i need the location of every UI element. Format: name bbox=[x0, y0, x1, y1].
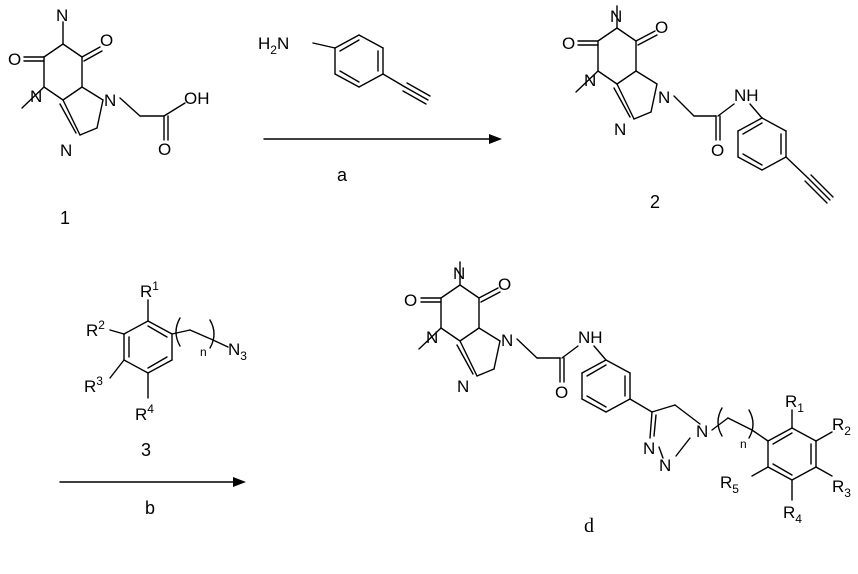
compound-2-label: 2 bbox=[650, 192, 660, 212]
atom-R5-product: R5 bbox=[720, 473, 739, 496]
atom-R2-compound3: R2 bbox=[86, 318, 105, 340]
atom-N1-product: N bbox=[453, 264, 465, 283]
product-d-structure bbox=[418, 261, 833, 501]
atom-R1-product: R1 bbox=[785, 392, 804, 415]
azide-group-compound3: N3 bbox=[228, 340, 247, 363]
atom-NH-compound2: NH bbox=[734, 86, 759, 105]
compound-3-label: 3 bbox=[141, 440, 151, 460]
chain-n-product: n bbox=[740, 437, 747, 451]
atom-O2-compound2: O bbox=[562, 34, 575, 53]
atom-O6-compound1: O bbox=[100, 31, 113, 50]
atom-N3-product: N bbox=[426, 328, 438, 347]
atom-R2-product: R2 bbox=[832, 415, 851, 438]
compound-2-structure bbox=[575, 5, 834, 204]
atom-NH-product: NH bbox=[578, 328, 603, 347]
atom-N7-compound2: N bbox=[658, 88, 670, 107]
atom-O6-product: O bbox=[498, 275, 511, 294]
atom-R4-compound3: R4 bbox=[135, 402, 154, 424]
atom-R3-product: R3 bbox=[832, 477, 851, 500]
atom-O-amide-compound2: O bbox=[711, 141, 724, 160]
atom-R4-product: R4 bbox=[783, 503, 802, 526]
atom-R1-compound3: R1 bbox=[140, 279, 159, 301]
atom-N7-compound1: N bbox=[104, 91, 116, 110]
reagent-b-label: b bbox=[145, 498, 155, 518]
product-d-label: d bbox=[584, 515, 594, 537]
reagent-a-label: a bbox=[337, 165, 348, 185]
reaction-arrow-b bbox=[59, 477, 246, 487]
atom-O-carbonyl-compound1: O bbox=[158, 140, 171, 159]
atom-O-amide-product: O bbox=[555, 383, 568, 402]
compound-1-structure bbox=[21, 21, 186, 141]
atom-N1-compound2: N bbox=[610, 7, 622, 26]
atom-R3-compound3: R3 bbox=[84, 374, 103, 396]
atom-N7-product: N bbox=[501, 331, 513, 350]
atom-O6-compound2: O bbox=[655, 18, 668, 37]
atom-N3-compound2: N bbox=[584, 71, 596, 90]
atom-N2-triazole: N bbox=[659, 456, 671, 475]
atom-N9-product: N bbox=[457, 377, 469, 396]
atom-O2-compound1: O bbox=[8, 50, 21, 69]
reaction-arrow-a bbox=[263, 134, 502, 144]
compound-3-structure bbox=[109, 299, 229, 399]
atom-OH-compound1: OH bbox=[184, 89, 210, 108]
atom-N1-compound1: N bbox=[56, 6, 68, 25]
atom-N3-compound1: N bbox=[30, 87, 42, 106]
reagent-a-amine: H2N bbox=[258, 34, 289, 57]
atom-N3-triazole: N bbox=[643, 439, 655, 458]
atom-N1-triazole: N bbox=[696, 422, 708, 441]
atom-O2-product: O bbox=[404, 291, 417, 310]
atom-N9-compound2: N bbox=[614, 120, 626, 139]
chain-n-compound3: n bbox=[200, 345, 207, 359]
reagent-a-structure bbox=[312, 34, 431, 105]
compound-1-label: 1 bbox=[60, 208, 70, 228]
atom-N9-compound1: N bbox=[60, 141, 72, 160]
